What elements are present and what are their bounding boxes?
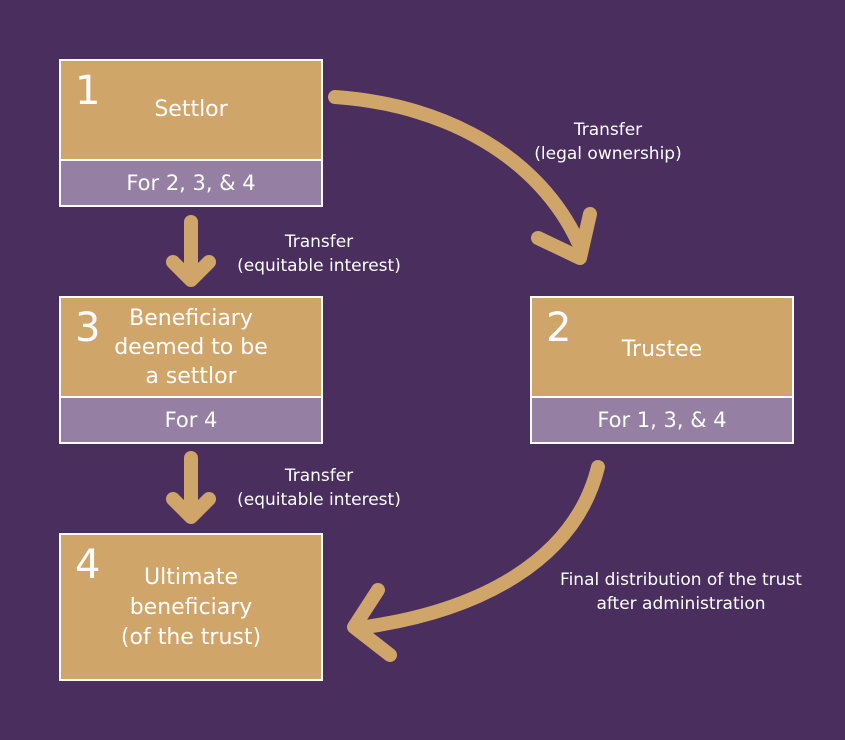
box-number: 2 <box>546 305 572 351</box>
label-line: (equitable interest) <box>237 490 401 510</box>
arrow-trustee-to-ultimate <box>351 460 605 635</box>
trustee-box: 2 Trustee For 1, 3, & 4 <box>530 296 794 444</box>
box-number: 1 <box>75 68 101 114</box>
box-number: 3 <box>75 305 101 351</box>
label-line: Transfer <box>284 232 354 252</box>
label-line: Transfer <box>573 120 643 140</box>
arrow-settlor-to-trustee <box>328 90 585 249</box>
label-line: after administration <box>596 594 766 614</box>
box-title: Trustee <box>621 337 703 362</box>
box-number: 4 <box>75 542 101 588</box>
label-line: Final distribution of the trust <box>560 570 802 590</box>
arrowhead-settlor-to-trustee <box>531 207 597 265</box>
settlor-box: 1 Settlor For 2, 3, & 4 <box>59 59 323 207</box>
label-line: (legal ownership) <box>534 144 682 164</box>
box-title: Ultimate beneficiary (of the trust) <box>120 565 262 650</box>
label-deemed-to-ultimate: Transfer (equitable interest) <box>219 464 419 512</box>
box-footer: For 1, 3, & 4 <box>532 396 792 442</box>
arrowhead-trustee-to-ultimate <box>347 583 397 662</box>
box-title: Settlor <box>154 97 228 122</box>
arrowhead-settlor-to-deemed <box>166 255 216 287</box>
box-title: Beneficiary deemed to be a settlor <box>114 306 268 389</box>
box-footer: For 2, 3, & 4 <box>61 159 321 205</box>
ultimate-beneficiary-box: 4 Ultimate beneficiary (of the trust) <box>59 533 323 681</box>
arrowhead-deemed-to-ultimate <box>166 492 216 524</box>
label-line: Transfer <box>284 466 354 486</box>
label-settlor-to-trustee: Transfer (legal ownership) <box>508 118 708 166</box>
deemed-settlor-box: 3 Beneficiary deemed to be a settlor For… <box>59 296 323 444</box>
label-settlor-to-deemed: Transfer (equitable interest) <box>219 230 419 278</box>
label-line: (equitable interest) <box>237 256 401 276</box>
box-footer: For 4 <box>61 396 321 442</box>
label-trustee-to-ultimate: Final distribution of the trust after ad… <box>546 568 816 616</box>
